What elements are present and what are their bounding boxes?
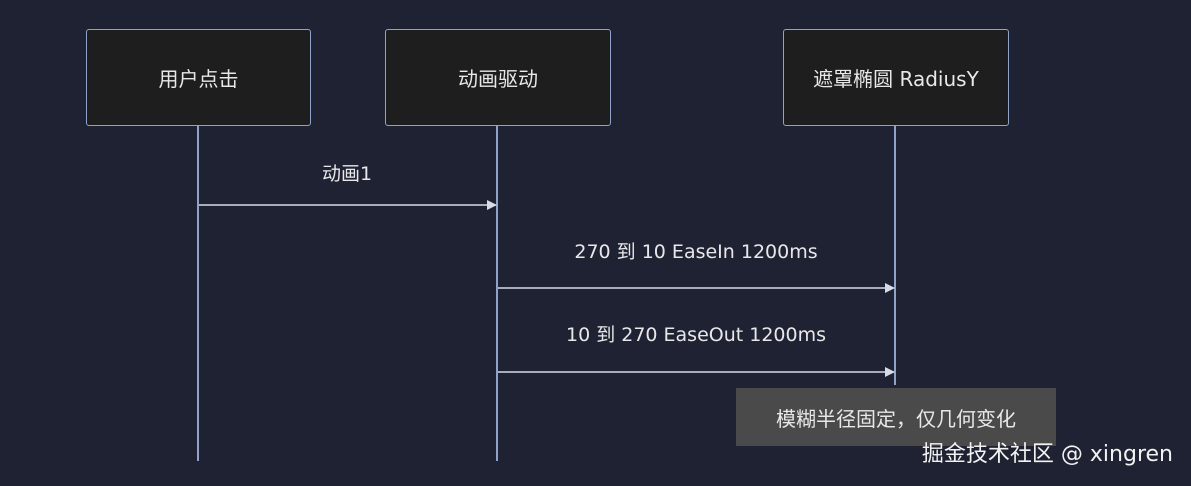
note-box: 模糊半径固定，仅几何变化	[736, 388, 1056, 446]
watermark: 掘金技术社区 @ xingren	[921, 442, 1173, 467]
actor-user-label: 用户点击	[158, 67, 239, 91]
message-label-2: 270 到 10 EaseIn 1200ms	[574, 241, 818, 263]
actor-user: 用户点击	[86, 29, 311, 126]
message-label-1: 动画1	[321, 163, 373, 185]
actor-mask: 遮罩椭圆 RadiusY	[783, 29, 1009, 126]
actor-mask-label: 遮罩椭圆 RadiusY	[813, 67, 979, 91]
note-text: 模糊半径固定，仅几何变化	[776, 406, 1016, 431]
actor-driver-label: 动画驱动	[458, 67, 538, 91]
actor-driver: 动画驱动	[385, 29, 611, 126]
message-label-3: 10 到 270 EaseOut 1200ms	[565, 324, 827, 346]
